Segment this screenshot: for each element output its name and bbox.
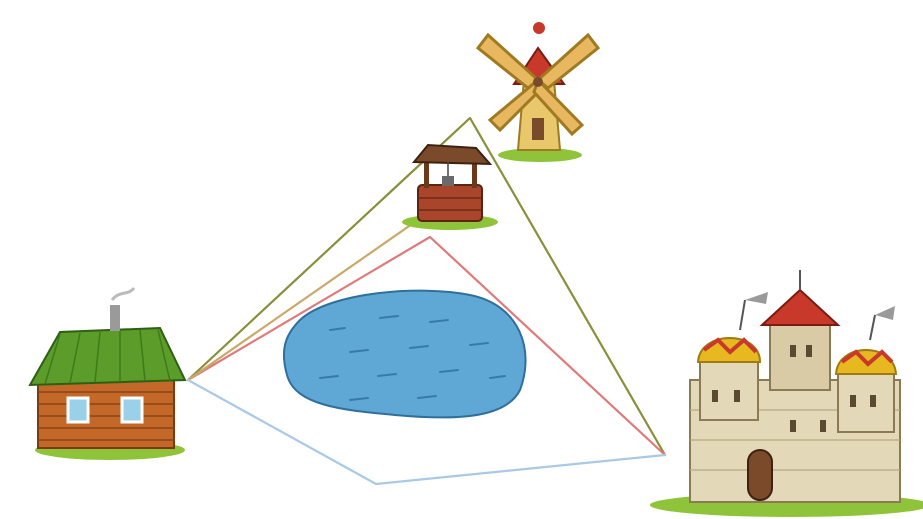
well — [402, 145, 498, 230]
windmill — [478, 22, 598, 162]
pond — [284, 291, 526, 418]
cottage — [30, 288, 185, 460]
castle — [650, 270, 923, 517]
